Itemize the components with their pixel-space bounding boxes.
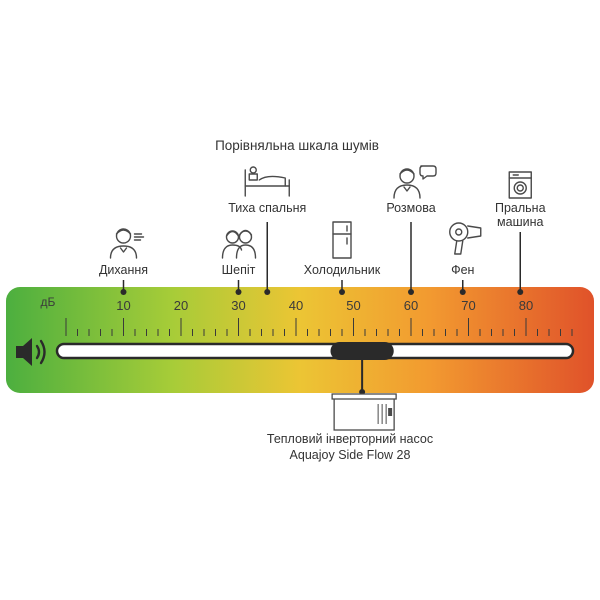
tick-label-20: 20: [174, 298, 188, 313]
noise-source-label-line2: машина: [497, 215, 543, 229]
hair-dryer-icon: [449, 222, 482, 255]
noise-source-dot: [235, 289, 242, 295]
noise-source-label: Холодильник: [304, 263, 381, 277]
washing-machine-icon: [508, 171, 532, 199]
noise-source-label: Розмова: [386, 201, 435, 215]
noise-source-dot: [120, 289, 127, 295]
noise-source-dot: [264, 289, 271, 295]
scale-track: [55, 342, 575, 360]
tick-label-40: 40: [289, 298, 303, 313]
noise-source-label: Фен: [451, 263, 474, 277]
people-whispering-icon: [221, 229, 257, 259]
tick-label-80: 80: [519, 298, 533, 313]
noise-gradient-band: [6, 287, 594, 393]
noise-source-dot: [339, 289, 345, 295]
noise-source-1: Шепіт: [221, 229, 257, 295]
product-name-line1: Тепловий інверторний насос: [267, 432, 433, 446]
noise-source-label: Дихання: [99, 263, 148, 277]
heat-pump-icon: [331, 393, 397, 431]
tick-label-50: 50: [346, 298, 360, 313]
tick-label-70: 70: [461, 298, 475, 313]
noise-source-4: Розмова: [386, 165, 437, 295]
noise-source-dot: [517, 289, 524, 295]
tick-label-10: 10: [116, 298, 130, 313]
bed-icon: [244, 166, 290, 197]
scale-ticks: [65, 318, 573, 336]
noise-source-2: Тиха спальня: [228, 166, 306, 295]
tick-label-60: 60: [404, 298, 418, 313]
product-name-line2: Aquajoy Side Flow 28: [290, 448, 411, 462]
unit-label: дБ: [41, 295, 56, 309]
scale-tick-labels: 10 20 30 40 50 60 70 80: [116, 298, 533, 313]
noise-source-0: Дихання: [99, 228, 148, 295]
noise-source-3: Холодильник: [304, 221, 381, 295]
tick-label-30: 30: [231, 298, 245, 313]
noise-source-label: Шепіт: [222, 263, 256, 277]
person-breathing-icon: [109, 228, 145, 259]
noise-source-dot: [408, 289, 414, 295]
chart-title: Порівняльна шкала шумів: [215, 138, 379, 153]
noise-source-label: Тиха спальня: [228, 201, 306, 215]
noise-source-dot: [459, 289, 466, 295]
noise-source-5: Фен: [449, 222, 482, 295]
person-talking-icon: [393, 165, 437, 199]
fridge-icon: [332, 221, 352, 259]
speaker-icon: [16, 338, 46, 366]
product-noise-marker: [330, 342, 394, 360]
noise-source-label: Пральна: [495, 201, 546, 215]
